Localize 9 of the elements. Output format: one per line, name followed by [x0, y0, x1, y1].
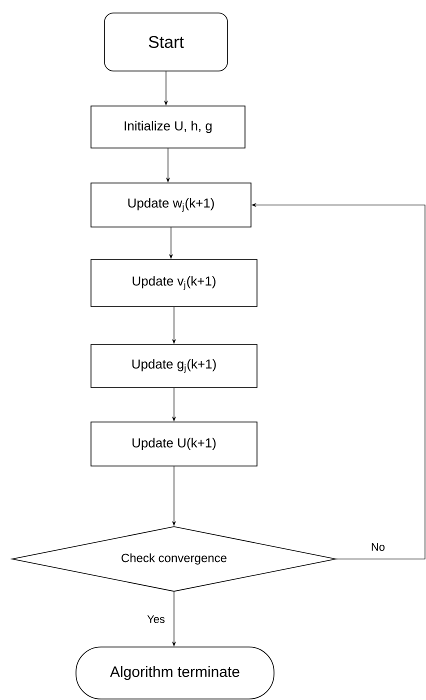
- edge-label: No: [370, 542, 386, 552]
- process-box: Update U(k+1): [90, 422, 258, 466]
- start-box: Start: [104, 12, 228, 72]
- process-box: Update v$_{j}$(k+1): [90, 259, 258, 307]
- process-box: Initialize U, h, g: [90, 106, 246, 148]
- process-box: Update g$_{j}$(k+1): [90, 344, 258, 388]
- edge-label: Yes: [146, 614, 166, 624]
- end-terminal: Algorithm terminate: [76, 646, 274, 700]
- process-box: Update w$_{j}$(k+1): [90, 182, 252, 228]
